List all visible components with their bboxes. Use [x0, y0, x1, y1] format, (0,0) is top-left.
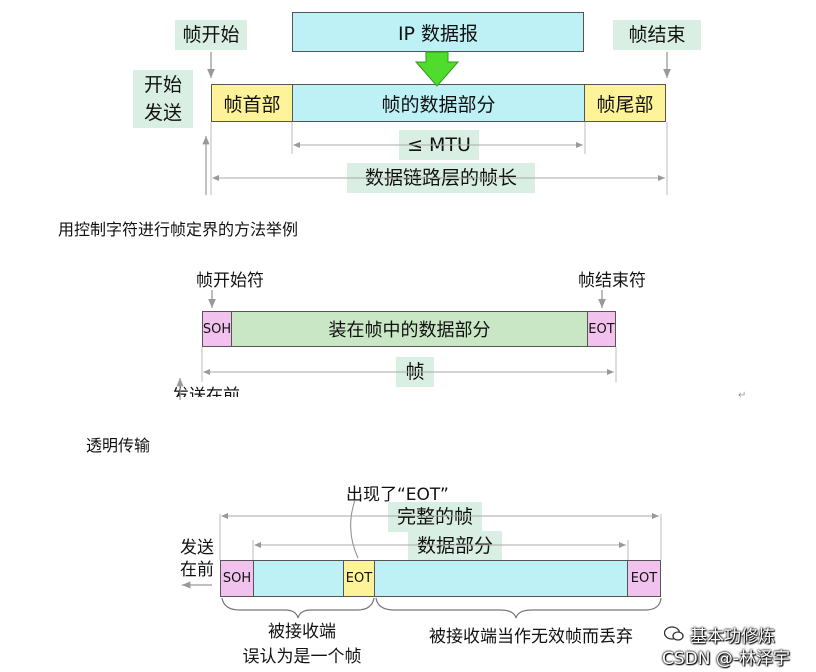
start-send-label: 开始 发送 [133, 70, 193, 128]
down-arrow-icon [414, 51, 460, 87]
frame-start-char-label: 帧开始符 [196, 271, 264, 291]
data-segment-2 [374, 560, 628, 597]
eot-pointer-line [350, 499, 359, 559]
discarded-brace [375, 597, 662, 619]
watermark-csdn: CSDN @-林泽宇 [662, 649, 791, 669]
send-first-label: 发送在前 [172, 386, 240, 397]
discarded-label: 被接收端当作无效帧而丢弃 [429, 627, 633, 647]
frame-data-box: 帧的数据部分 [292, 84, 585, 122]
frame-end-label: 帧结束 [613, 20, 701, 50]
soh-box-2: SOH [220, 560, 254, 597]
frame-data-bar: 装在帧中的数据部分 [231, 311, 588, 347]
paragraph-mark-icon: ↵ [738, 390, 747, 401]
caption-control-chars: 用控制字符进行帧定界的方法举例 [58, 220, 299, 239]
eot-mid-box: EOT [343, 560, 375, 597]
eot-box: EOT [587, 311, 616, 347]
watermark-account: 基本功修炼 [690, 627, 775, 647]
caption-transparent-transmission: 透明传输 [86, 436, 151, 455]
frame-header-box: 帧首部 [211, 84, 293, 122]
wechat-logo-icon [663, 626, 684, 642]
eot-appears-label: 出现了“EOT” [346, 485, 449, 505]
misread-label: 被接收端 误认为是一个帧 [242, 622, 362, 667]
misread-brace [221, 597, 375, 619]
frame-trailer-box: 帧尾部 [584, 84, 666, 122]
frame-end-char-label: 帧结束符 [578, 271, 646, 291]
eot-end-box: EOT [627, 560, 661, 597]
send-first-label-2: 发送 在前 [180, 538, 214, 580]
soh-box: SOH [202, 311, 232, 347]
frame-start-label: 帧开始 [175, 20, 247, 50]
ip-datagram-box: IP 数据报 [292, 12, 584, 52]
